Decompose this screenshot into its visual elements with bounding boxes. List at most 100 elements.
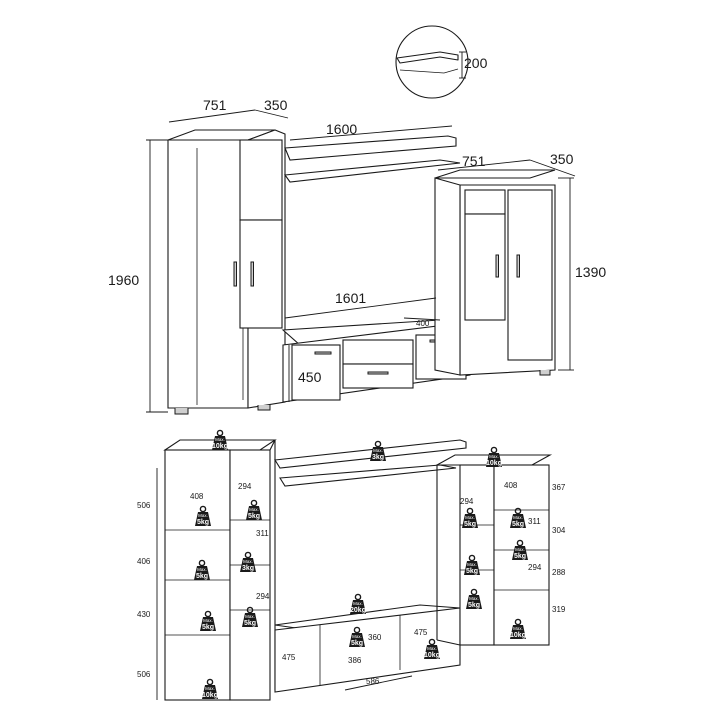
weight-ring-icon — [516, 539, 524, 547]
label-right-height: 1390 — [575, 264, 606, 280]
dim-tv-depth — [403, 317, 441, 321]
dim-left-width — [168, 109, 256, 123]
weight-icon — [194, 566, 210, 580]
weight-max-label: Max. — [373, 448, 383, 453]
weight-icon — [195, 512, 211, 526]
label-left-h1: 506 — [137, 501, 151, 510]
shelf-detail-callout: 200 — [395, 25, 488, 99]
weight-value: 3kg — [242, 565, 254, 572]
assembled-view: 751 350 1600 751 350 1960 1390 1601 400 … — [108, 97, 606, 415]
weight-ring-icon — [470, 588, 478, 596]
label-left-depth2: 311 — [256, 529, 269, 538]
label-tv-bottom: 586 — [366, 677, 380, 686]
left-handle-1 — [233, 261, 237, 287]
weight-value: 3kg — [372, 454, 384, 461]
right-cabinet-side — [434, 177, 461, 376]
bridge-shelf — [284, 135, 457, 161]
weight-icon — [466, 595, 482, 609]
weight-icon — [212, 436, 228, 450]
tv-left-door — [291, 344, 341, 401]
weight-value: 10kg — [212, 443, 228, 450]
weight-value: 10kg — [424, 652, 440, 659]
weight-value: 5kg — [196, 573, 208, 580]
dim-left-depth — [254, 109, 289, 119]
weight-marker: Max.5kg — [195, 505, 211, 526]
weight-max-label: Max. — [245, 614, 255, 619]
weight-ring-icon — [216, 429, 224, 437]
weight-ring-icon — [199, 505, 207, 513]
weight-max-label: Max. — [215, 437, 225, 442]
dim-tv-width — [284, 297, 437, 319]
label-right-depth: 350 — [550, 151, 574, 167]
weight-marker: Max.5kg — [466, 588, 482, 609]
weight-marker: Max.5kg — [510, 507, 526, 528]
weight-marker: Max.5kg — [512, 539, 528, 560]
label-tv-inner-w: 360 — [368, 633, 382, 642]
right-handle-1 — [495, 254, 499, 278]
weight-max-label: Max. — [243, 559, 253, 564]
right-tall-door — [507, 189, 553, 361]
weight-max-label: Max. — [489, 454, 499, 459]
weight-max-label: Max. — [249, 507, 259, 512]
weight-max-label: Max. — [353, 601, 363, 606]
weight-marker: Max.3kg — [240, 551, 256, 572]
weight-marker: Max.3kg — [370, 440, 386, 461]
label-right-inner: 408 — [504, 481, 518, 490]
weight-max-label: Max. — [469, 596, 479, 601]
weight-value: 5kg — [351, 640, 363, 647]
label-tv-height: 450 — [298, 369, 322, 385]
label-left-inner: 408 — [190, 492, 204, 501]
weight-icon — [510, 625, 526, 639]
weight-icon — [462, 514, 478, 528]
label-left-depth: 294 — [238, 482, 252, 491]
weight-value: 5kg — [464, 521, 476, 528]
weight-marker: Max.5kg — [464, 554, 480, 575]
weight-ring-icon — [250, 499, 258, 507]
label-left-h3: 430 — [137, 610, 151, 619]
load-right-narrow — [459, 464, 495, 646]
weight-value: 5kg — [202, 624, 214, 631]
label-tv-depth: 400 — [416, 319, 430, 328]
detail-depth-label: 200 — [464, 55, 488, 71]
weight-marker: Max.10kg — [212, 429, 228, 450]
weight-marker: Max.10kg — [202, 678, 218, 699]
weight-marker: Max.20kg — [350, 593, 366, 614]
label-left-h4: 506 — [137, 670, 151, 679]
detail-circle — [395, 25, 469, 99]
tv-drawer — [342, 363, 414, 389]
weight-marker: Max.10kg — [424, 638, 440, 659]
weight-icon — [202, 685, 218, 699]
weight-ring-icon — [514, 618, 522, 626]
label-bridge-width: 1600 — [326, 121, 357, 137]
load-left-narrow — [229, 449, 271, 701]
right-upper-door — [464, 189, 506, 215]
weight-ring-icon — [353, 626, 361, 634]
weight-icon — [510, 514, 526, 528]
weight-value: 10kg — [202, 692, 218, 699]
label-left-width: 751 — [203, 97, 227, 113]
weight-icon — [200, 617, 216, 631]
weight-ring-icon — [466, 507, 474, 515]
weight-value: 5kg — [512, 521, 524, 528]
weight-ring-icon — [246, 606, 254, 614]
weight-max-label: Max. — [513, 515, 523, 520]
weight-marker: Max.5kg — [246, 499, 262, 520]
load-bridge-lower — [279, 464, 457, 487]
weight-icon — [246, 506, 262, 520]
weight-max-label: Max. — [198, 513, 208, 518]
weight-max-label: Max. — [513, 626, 523, 631]
dim-right-depth — [529, 159, 576, 177]
label-right-depth2: 311 — [528, 517, 541, 526]
weight-icon — [242, 613, 258, 627]
weight-ring-icon — [374, 440, 382, 448]
detail-shelf — [396, 51, 459, 64]
weight-value: 5kg — [197, 519, 209, 526]
right-cabinet-top — [434, 169, 556, 179]
right-glass-door — [464, 213, 506, 321]
weight-value: 20kg — [350, 607, 366, 614]
label-right-h3: 288 — [552, 568, 566, 577]
label-tv-left: 475 — [282, 653, 296, 662]
label-right-h2: 304 — [552, 526, 566, 535]
dim-right-width — [437, 159, 531, 171]
label-left-depth3: 294 — [256, 592, 270, 601]
